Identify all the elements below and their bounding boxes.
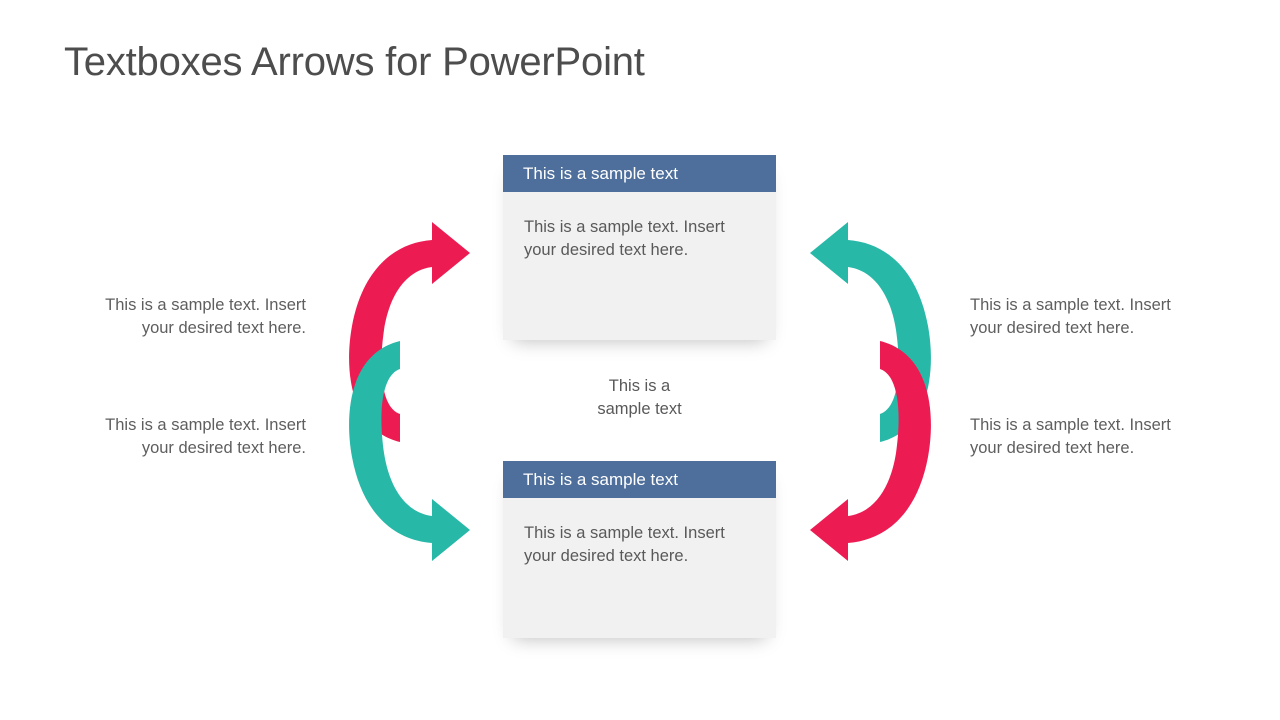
left-bottom-arrow [349, 341, 470, 561]
textbox-bottom-header: This is a sample text [503, 461, 776, 498]
textbox-bottom-body: This is a sample text. Insert your desir… [503, 498, 776, 638]
left-top-arrow [349, 222, 470, 442]
center-textbox-bottom[interactable]: This is a sample text This is a sample t… [503, 461, 776, 638]
center-textbox-top[interactable]: This is a sample text This is a sample t… [503, 155, 776, 340]
center-caption-line-1: This is a [608, 377, 671, 395]
page-title: Textboxes Arrows for PowerPoint [64, 40, 645, 84]
center-caption-line-2: sample text [597, 400, 682, 418]
side-text-right-2: This is a sample text. Insert your desir… [970, 416, 1171, 457]
textbox-top-body: This is a sample text. Insert your desir… [503, 192, 776, 340]
textbox-top-header: This is a sample text [503, 155, 776, 192]
side-text-left-1: This is a sample text. Insert your desir… [105, 296, 306, 337]
right-top-arrow [810, 222, 931, 442]
side-text-left-2: This is a sample text. Insert your desir… [105, 416, 306, 457]
right-bottom-arrow [810, 341, 931, 561]
center-caption: This is a sample text [503, 375, 776, 421]
side-text-right-1: This is a sample text. Insert your desir… [970, 296, 1171, 337]
